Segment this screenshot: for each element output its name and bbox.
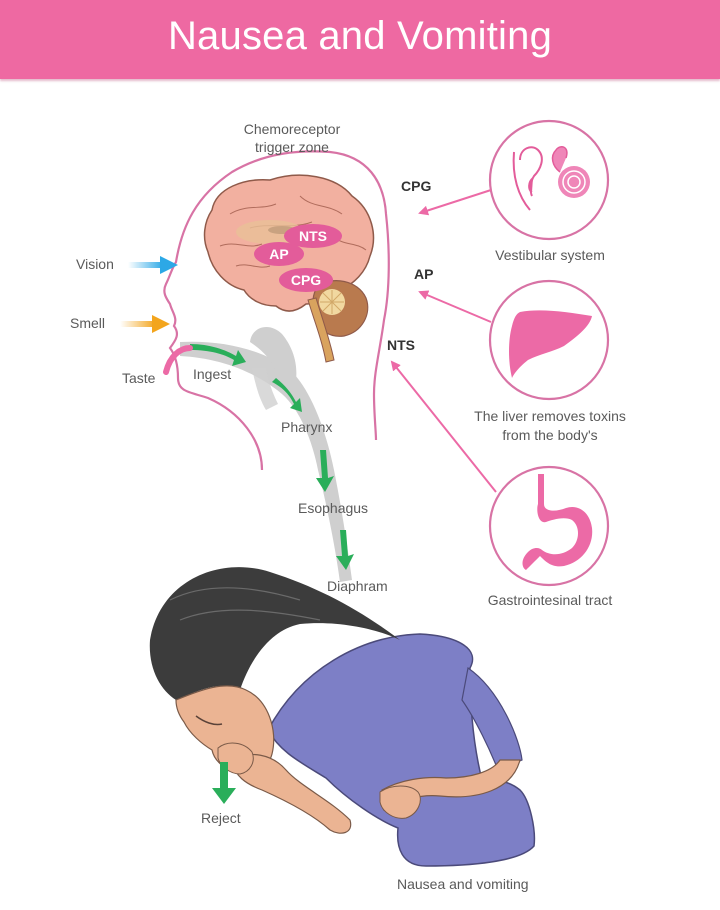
ap-region [254,242,304,266]
reject-label: Reject [201,810,241,826]
back-arm [461,666,523,771]
cpg-input-tag: CPG [401,178,432,194]
head-outline [163,150,390,471]
vestibular-circle [488,119,610,241]
ap-pill-label: AP [269,246,289,262]
digestive-tract [180,327,352,582]
brain-regions [254,224,342,292]
brain-title: Chemoreceptor trigger zone [228,120,356,156]
vestibular-caption: Vestibular system [495,247,605,263]
vision-arrow-icon [128,256,178,274]
hair [149,567,400,700]
figure-caption: Nausea and vomiting [397,876,529,892]
cpg-pill-label: CPG [290,272,322,288]
page-title: Nausea and Vomiting [167,14,553,58]
vision-label: Vision [76,256,114,272]
brain-title-line2: trigger zone [255,139,329,155]
liver-caption-line1: The liver removes toxins [474,408,626,424]
smell-arrow-icon [120,315,170,333]
ingest-label: Ingest [193,366,232,382]
input-arrows [390,189,497,493]
nts-input-tag: NTS [387,337,415,353]
pharynx-label: Pharynx [281,419,333,435]
title-banner: Nausea and Vomiting [0,0,720,79]
liver-caption: The liver removes toxins from the body's [450,407,650,445]
liver-circle [488,279,610,401]
hand-at-stomach [379,785,421,819]
cpg-region [279,268,333,292]
ap-input-tag: AP [414,266,434,282]
reject-arrow-icon [212,762,236,804]
tongue-icon [163,345,193,375]
taste-label: Taste [122,370,156,386]
liver-icon [509,310,592,378]
ear-cochlea-icon [512,145,590,211]
brain-title-line1: Chemoreceptor [243,121,341,137]
esophagus-label: Esophagus [298,500,369,516]
gi-circle [488,465,610,587]
liver-caption-line2: from the body's [502,427,598,443]
smell-label: Smell [70,315,106,331]
brain-icon [203,174,375,363]
nts-pill-label: NTS [299,228,327,244]
gi-caption: Gastrointesinal tract [487,592,613,608]
diaphram-label: Diaphram [327,578,388,594]
front-arm [231,753,352,834]
flow-arrows [190,344,354,570]
woman-figure [149,567,536,867]
nts-region [284,224,342,248]
stomach-icon [522,474,593,570]
